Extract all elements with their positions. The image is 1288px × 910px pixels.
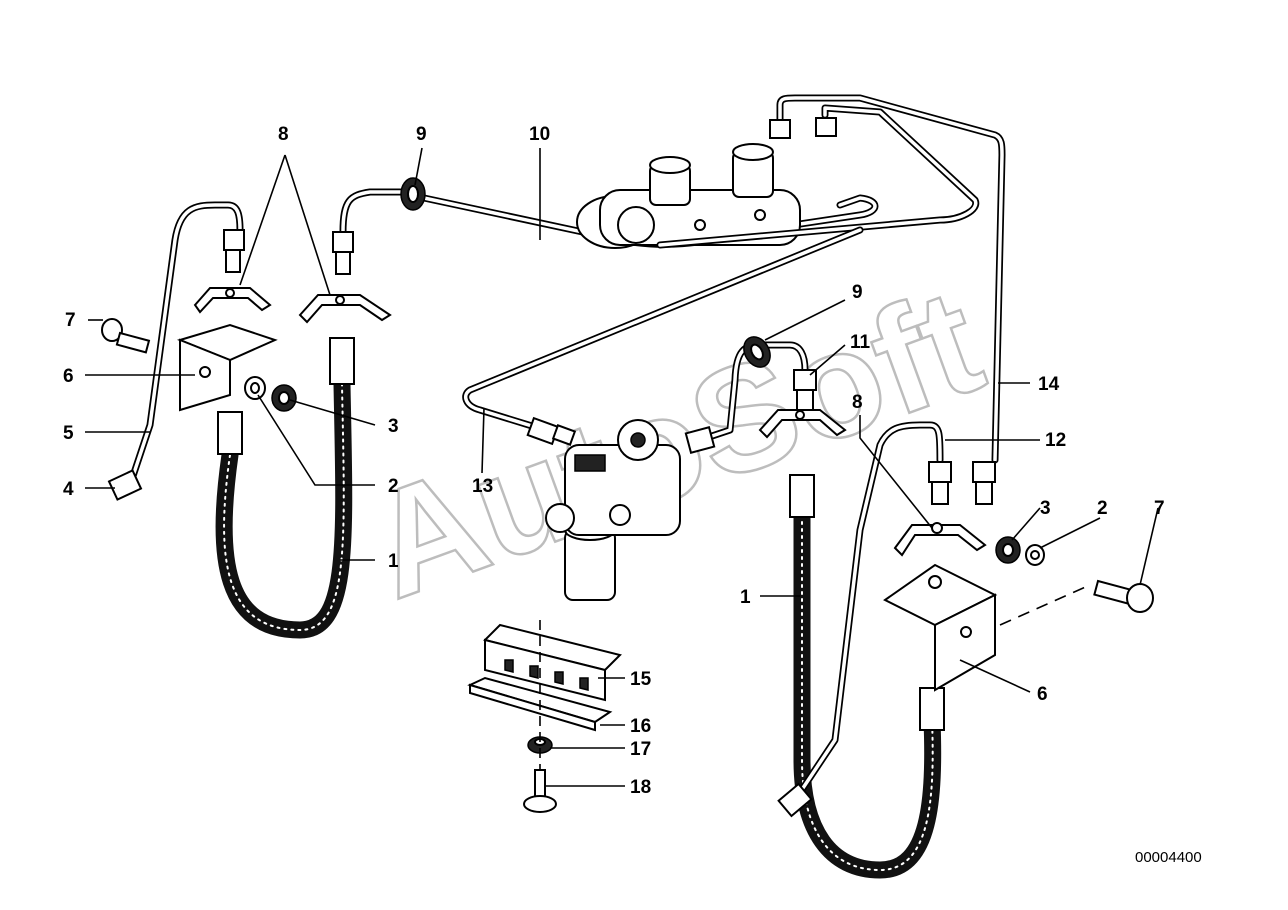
label-6-right: 6 [1037,684,1048,705]
label-16: 16 [630,716,651,737]
brake-pipe-14 [656,94,1006,505]
clip-8-right-a [758,409,847,439]
label-12: 12 [1045,430,1066,451]
label-2-left: 2 [388,476,399,497]
fitting-left-top [332,188,414,275]
brake-pipe-13 [462,226,864,446]
label-15: 15 [630,669,652,690]
label-4: 4 [63,479,74,500]
pressure-regulator-valve [545,419,681,601]
label-8-right: 8 [852,392,863,413]
flex-hose-right [789,474,945,879]
label-18: 18 [630,777,651,798]
screw-18 [523,769,557,813]
brake-master-cylinder [576,143,801,249]
flex-hose-left [215,337,355,639]
nut-3-left [271,384,297,412]
label-1-right: 1 [740,587,751,608]
label-8-left: 8 [278,124,289,145]
label-7-left: 7 [65,310,76,331]
label-5: 5 [63,423,74,444]
brake-pipe-left [107,201,245,501]
label-1-left: 1 [388,551,399,572]
label-2-right: 2 [1097,498,1108,519]
washer-2-right [1025,544,1045,566]
bolt-7-right [1093,579,1154,613]
label-3-right: 3 [1040,498,1051,519]
watermark: AutoSoft [348,256,1000,630]
nut-3-right [995,536,1021,564]
diagram-id: 00004400 [1135,849,1202,866]
label-3-left: 3 [388,416,399,437]
label-14: 14 [1038,374,1060,395]
washer-2-left [244,376,266,400]
label-13: 13 [472,476,493,497]
brake-pipe-12 [777,421,952,818]
leader-lines [85,147,1159,787]
clip-8-left-b [298,294,392,324]
pipe-holder-15 [483,623,622,702]
label-6-left: 6 [63,366,74,387]
mounting-bracket-left [176,323,278,412]
clip-8-right-b [893,522,987,557]
label-17: 17 [630,739,651,760]
label-9-mid: 9 [852,282,863,303]
label-7-right: 7 [1154,498,1165,519]
bolt-7-left [101,318,151,354]
mounting-bracket-right [883,563,998,692]
label-10: 10 [529,124,550,145]
clip-8-left-a [193,287,272,314]
label-9-top: 9 [416,124,427,145]
label-11: 11 [850,332,871,353]
bolt-axis-right [999,584,1091,626]
part-labels: 8 9 10 9 11 8 14 12 13 7 6 5 4 3 2 1 3 2… [63,124,1165,798]
